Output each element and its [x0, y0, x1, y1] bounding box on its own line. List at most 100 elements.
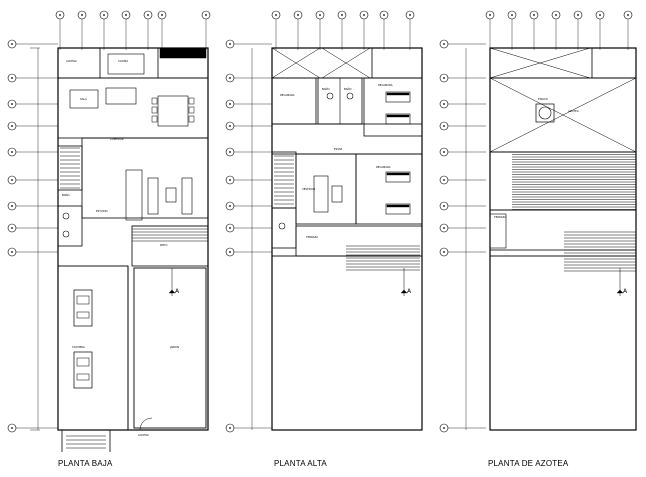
section-mark: A: [623, 288, 628, 295]
room-label: TERRAZA: [494, 215, 506, 219]
room-label: RECAMARA: [376, 165, 391, 169]
room-outline: [188, 106, 195, 114]
room-label: VESTIDOR: [302, 187, 315, 191]
side-table: [331, 185, 343, 203]
grid-bubble-dot: [229, 227, 231, 229]
plan-boundary: [489, 47, 637, 431]
grid-bubble-dot: [11, 103, 13, 105]
bed-outline: [385, 171, 411, 183]
plan-boundary: [271, 47, 423, 431]
bed-outline: [385, 203, 411, 215]
roof-void: [489, 255, 637, 431]
grid-bubble-dot: [443, 103, 445, 105]
front-room: [371, 47, 423, 79]
grid-bubble-dot: [59, 14, 61, 16]
room-label: BAÑO: [344, 86, 352, 91]
door-swing: [139, 417, 153, 431]
stair-hatch: [132, 225, 208, 242]
roof-tiles: [489, 151, 637, 211]
grid-bubble-dot: [11, 205, 13, 207]
tinaco-box: [535, 103, 555, 123]
grid-bubble-dot: [229, 427, 231, 429]
room-label: COCHERA: [72, 345, 85, 349]
grid-bubble-dot: [383, 14, 385, 16]
grid-bubble-dot: [443, 251, 445, 253]
grid-bubble-dot: [11, 125, 13, 127]
room-label: TERRAZA: [306, 235, 318, 239]
grid-bubble-dot: [11, 427, 13, 429]
room-label: ESTAR: [334, 147, 342, 151]
car-icon: [73, 289, 93, 327]
section-mark: A: [175, 288, 180, 295]
grid-bubble-dot: [555, 14, 557, 16]
grid-bubble-dot: [443, 205, 445, 207]
grid-bubble-dot: [443, 427, 445, 429]
grid-bubble-dot: [229, 179, 231, 181]
grid-bubble-dot: [11, 179, 13, 181]
sink-icon: [62, 230, 70, 238]
grid-bubble-dot: [443, 227, 445, 229]
room-label: COMEDOR: [110, 137, 124, 141]
toilet-icon: [278, 222, 286, 230]
grid-bubble-dot: [443, 43, 445, 45]
plan-boundary: [57, 47, 209, 431]
living-room: [81, 137, 209, 219]
room-label: ACCESO: [138, 433, 149, 437]
kitchen-counter: [69, 89, 99, 109]
stair-cover: [489, 213, 507, 249]
closet-fill: [159, 47, 207, 59]
grid-bubble-dot: [161, 14, 163, 16]
grid-bubble-dot: [341, 14, 343, 16]
room-label: BAÑO: [322, 86, 330, 91]
room-label: COCINA: [118, 59, 128, 63]
garden: [133, 267, 207, 429]
grid-bubble-dot: [511, 14, 513, 16]
bedroom-3: [355, 153, 423, 225]
room-label: ESTUDIO: [96, 209, 108, 213]
tinaco-icon: [538, 106, 552, 120]
plan-title-planta-alta: PLANTA ALTA: [274, 459, 327, 468]
grid-bubble-dot: [205, 14, 207, 16]
grid-bubble-dot: [229, 151, 231, 153]
kitchen-island: [105, 87, 137, 105]
grid-bubble-dot: [275, 14, 277, 16]
room-outline: [151, 97, 158, 105]
garage: [57, 265, 129, 431]
stair-hatch: [512, 151, 636, 210]
stair-block: [107, 53, 145, 75]
grid-bubble-dot: [533, 14, 535, 16]
car-icon: [73, 351, 93, 389]
section-mark: A: [407, 288, 412, 295]
room-label: JARDIN: [169, 345, 179, 349]
room-outline: [151, 115, 158, 123]
plan-title-planta-baja: PLANTA BAJA: [58, 459, 113, 468]
toilet-icon: [62, 212, 70, 220]
grid-bubble-dot: [147, 14, 149, 16]
room-label: TINACO: [538, 97, 548, 101]
void-cross: [271, 47, 321, 79]
bedroom-2: [363, 77, 423, 137]
room-label: RECAMARA: [280, 93, 295, 97]
grid-bubble-dot: [103, 14, 105, 16]
section-arrow: [400, 289, 408, 294]
grid-bubble-dot: [229, 125, 231, 127]
toilet-icon: [326, 92, 334, 100]
section-arrow: [616, 289, 624, 294]
grid-bubble-dot: [443, 125, 445, 127]
grid-bubble-dot: [409, 14, 411, 16]
grid-bubble-dot: [125, 14, 127, 16]
grid-bubble-dot: [11, 151, 13, 153]
hall: [125, 169, 143, 221]
grid-bubble-dot: [229, 205, 231, 207]
grid-bubble-dot: [11, 77, 13, 79]
grid-bubble-dot: [297, 14, 299, 16]
grid-bubble-dot: [11, 251, 13, 253]
stair-hatch: [274, 155, 294, 205]
void-cross: [489, 47, 591, 79]
void-cross: [321, 47, 371, 79]
room-outline: [151, 106, 158, 114]
grid-bubble-dot: [443, 77, 445, 79]
bed-outline: [385, 91, 411, 103]
